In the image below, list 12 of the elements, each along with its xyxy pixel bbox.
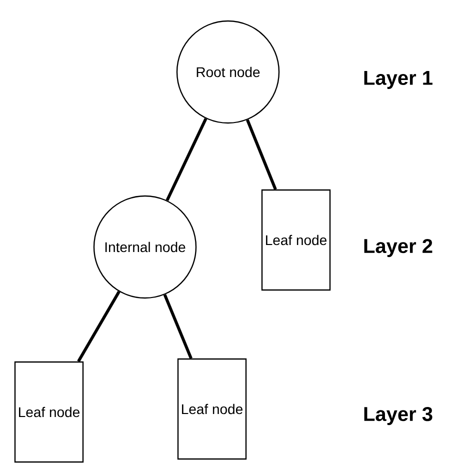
branch-line <box>77 290 120 362</box>
layer-label: Layer 1 <box>364 71 432 89</box>
branch-line <box>163 294 192 359</box>
branch-line <box>166 118 208 202</box>
branch-line <box>246 119 277 190</box>
leaf-box: Leaf node <box>261 189 331 291</box>
circle-node: Root node <box>176 20 280 124</box>
leaf-box: Leaf node <box>14 361 84 463</box>
layer-label: Layer 3 <box>364 406 432 426</box>
leaf-box: Leaf node <box>177 358 247 460</box>
circle-node: Internal node <box>93 195 197 299</box>
layer-label: Layer 2 <box>364 238 432 258</box>
